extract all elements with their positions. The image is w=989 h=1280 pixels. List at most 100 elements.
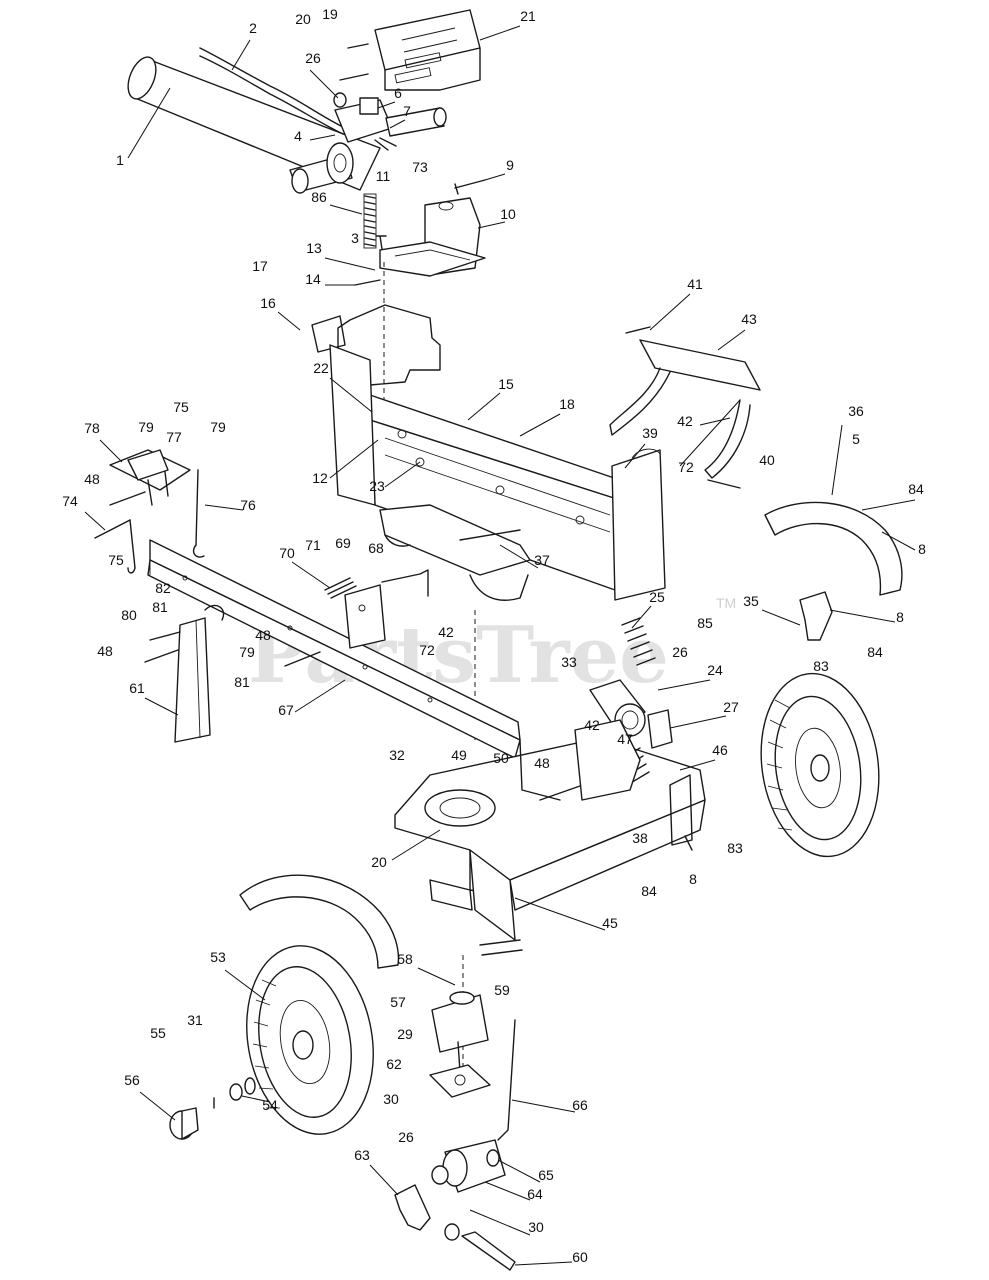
- callout-38[interactable]: 38: [632, 830, 648, 846]
- callout-5[interactable]: 5: [852, 431, 860, 447]
- splitting-wedge[interactable]: [379, 197, 486, 277]
- bolt-80[interactable]: [149, 631, 181, 641]
- bracket-38[interactable]: [574, 719, 641, 801]
- bolt-74[interactable]: [94, 519, 131, 539]
- log-cradle[interactable]: [379, 504, 531, 601]
- callout-60[interactable]: 60: [572, 1249, 588, 1265]
- valve-27[interactable]: [647, 709, 673, 749]
- adapter-plate-62[interactable]: [429, 1064, 491, 1098]
- callout-8[interactable]: 8: [689, 871, 697, 887]
- callout-26[interactable]: 26: [672, 644, 688, 660]
- chain-76[interactable]: [192, 469, 205, 558]
- callout-4[interactable]: 4: [294, 128, 302, 144]
- callout-2[interactable]: 2: [249, 20, 257, 36]
- callout-49[interactable]: 49: [451, 747, 467, 763]
- callout-48[interactable]: 48: [255, 627, 271, 643]
- pump-mount-57[interactable]: [431, 991, 489, 1053]
- callout-50[interactable]: 50: [493, 750, 509, 766]
- callout-18[interactable]: 18: [559, 396, 575, 412]
- callout-56[interactable]: 56: [124, 1072, 140, 1088]
- callout-41[interactable]: 41: [687, 276, 703, 292]
- fender-left[interactable]: [239, 874, 400, 969]
- bolt-9[interactable]: [454, 179, 486, 195]
- callout-47[interactable]: 47: [617, 731, 633, 747]
- callout-48[interactable]: 48: [84, 471, 100, 487]
- callout-73[interactable]: 73: [412, 159, 428, 175]
- spring-86[interactable]: [363, 193, 377, 249]
- hub-cap-56[interactable]: [169, 1107, 199, 1140]
- washer-31[interactable]: [244, 1077, 256, 1095]
- callout-31[interactable]: 31: [187, 1012, 203, 1028]
- callout-69[interactable]: 69: [335, 535, 351, 551]
- callout-84[interactable]: 84: [641, 883, 657, 899]
- bolt-20[interactable]: [339, 73, 369, 81]
- callout-54[interactable]: 54: [262, 1097, 278, 1113]
- engine-frame[interactable]: [394, 737, 706, 956]
- callout-22[interactable]: 22: [313, 360, 329, 376]
- bolt-48-lower[interactable]: [144, 649, 179, 663]
- callout-75[interactable]: 75: [173, 399, 189, 415]
- callout-81[interactable]: 81: [234, 674, 250, 690]
- beam-support-bracket[interactable]: [609, 339, 761, 479]
- callout-3[interactable]: 3: [351, 230, 359, 246]
- bolt-41[interactable]: [625, 326, 651, 334]
- callout-16[interactable]: 16: [260, 295, 276, 311]
- callout-46[interactable]: 46: [712, 742, 728, 758]
- callout-20[interactable]: 20: [371, 854, 387, 870]
- callout-68[interactable]: 68: [368, 540, 384, 556]
- callout-30[interactable]: 30: [383, 1091, 399, 1107]
- callout-12[interactable]: 12: [312, 470, 328, 486]
- callout-79[interactable]: 79: [138, 419, 154, 435]
- callout-48[interactable]: 48: [97, 643, 113, 659]
- callout-19[interactable]: 19: [322, 6, 338, 22]
- callout-57[interactable]: 57: [390, 994, 406, 1010]
- spring-85[interactable]: [621, 617, 656, 666]
- callout-65[interactable]: 65: [538, 1167, 554, 1183]
- callout-7[interactable]: 7: [403, 103, 411, 119]
- callout-24[interactable]: 24: [707, 662, 723, 678]
- callout-33[interactable]: 33: [561, 654, 577, 670]
- handle-68[interactable]: [381, 569, 429, 597]
- pin-48-frame[interactable]: [539, 785, 581, 801]
- spacer-84[interactable]: [684, 835, 693, 851]
- elbow-fitting-63[interactable]: [394, 1184, 431, 1231]
- callout-29[interactable]: 29: [397, 1026, 413, 1042]
- callout-27[interactable]: 27: [723, 699, 739, 715]
- callout-79[interactable]: 79: [210, 419, 226, 435]
- bolt-19[interactable]: [347, 43, 369, 49]
- callout-15[interactable]: 15: [498, 376, 514, 392]
- callout-23[interactable]: 23: [369, 478, 385, 494]
- callout-42[interactable]: 42: [677, 413, 693, 429]
- callout-80[interactable]: 80: [121, 607, 137, 623]
- callout-61[interactable]: 61: [129, 680, 145, 696]
- callout-26[interactable]: 26: [398, 1129, 414, 1145]
- bolt-48-upper[interactable]: [109, 491, 146, 506]
- beam-end-plate[interactable]: [611, 448, 666, 601]
- callout-6[interactable]: 6: [394, 85, 402, 101]
- callout-53[interactable]: 53: [210, 949, 226, 965]
- hydraulic-pump[interactable]: [431, 1139, 506, 1193]
- control-valve[interactable]: [333, 92, 447, 151]
- callout-11[interactable]: 11: [376, 168, 391, 184]
- shaft-60[interactable]: [461, 1231, 516, 1271]
- valve-mount-bracket[interactable]: [374, 9, 481, 91]
- callout-74[interactable]: 74: [62, 493, 78, 509]
- callout-67[interactable]: 67: [278, 702, 294, 718]
- callout-20[interactable]: 20: [295, 11, 311, 27]
- callout-14[interactable]: 14: [305, 271, 321, 287]
- pin-75-lower[interactable]: [127, 519, 136, 574]
- callout-42[interactable]: 42: [438, 624, 454, 640]
- callout-17[interactable]: 17: [252, 258, 268, 274]
- latch-bracket[interactable]: [344, 584, 386, 649]
- callout-13[interactable]: 13: [306, 240, 322, 256]
- callout-62[interactable]: 62: [386, 1056, 402, 1072]
- hydraulic-cylinder[interactable]: [123, 53, 381, 194]
- callout-70[interactable]: 70: [279, 545, 295, 561]
- callout-8[interactable]: 8: [896, 609, 904, 625]
- callout-75[interactable]: 75: [108, 552, 124, 568]
- callout-58[interactable]: 58: [397, 951, 413, 967]
- fender-bracket-right[interactable]: [799, 591, 833, 641]
- callout-66[interactable]: 66: [572, 1097, 588, 1113]
- tow-tongue[interactable]: [147, 539, 521, 759]
- callout-35[interactable]: 35: [743, 593, 759, 609]
